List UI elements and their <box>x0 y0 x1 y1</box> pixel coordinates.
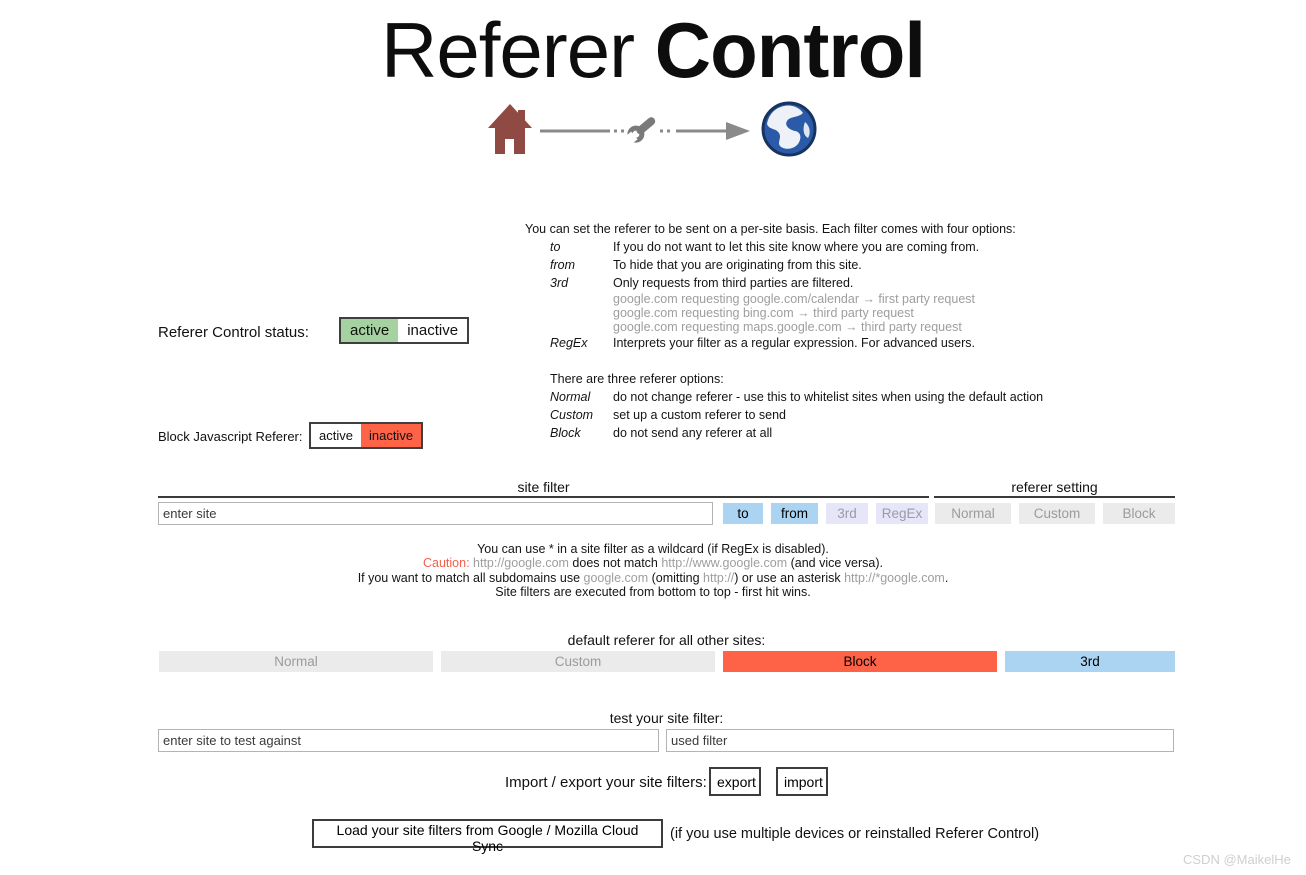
export-button[interactable]: export <box>709 767 761 796</box>
filter-regex-button[interactable]: RegEx <box>876 503 928 524</box>
option-term: Custom <box>550 408 594 422</box>
example-line: google.com requesting maps.google.com → … <box>613 320 962 334</box>
referer-normal-button[interactable]: Normal <box>935 503 1011 524</box>
title-word-referer: Referer <box>380 6 635 94</box>
referer-control-status-label: Referer Control status: <box>158 324 309 341</box>
referer-block-button[interactable]: Block <box>1103 503 1175 524</box>
example-line: google.com requesting bing.com → third p… <box>613 306 914 320</box>
page-title: Referer Control <box>0 0 1306 100</box>
globe-icon <box>760 100 818 163</box>
note-line-1: You can use * in a site filter as a wild… <box>477 542 829 556</box>
default-block-button[interactable]: Block <box>723 651 997 672</box>
default-3rd-button[interactable]: 3rd <box>1005 651 1175 672</box>
note-line-2: Caution: http://google.com does not matc… <box>423 556 883 571</box>
test-filter-heading: test your site filter: <box>609 710 724 726</box>
title-word-control: Control <box>654 6 926 94</box>
referer-option-row-block: Block do not send any referer at all <box>525 424 1165 442</box>
site-filter-header: site filter <box>517 479 570 495</box>
home-icon <box>488 102 532 161</box>
option-desc: If you do not want to let this site know… <box>613 240 980 254</box>
option-term: Normal <box>550 390 591 404</box>
referer-control-status-toggle: active inactive <box>339 317 470 344</box>
import-export-label: Import / export your site filters: <box>505 774 707 791</box>
option-term: Block <box>550 426 581 440</box>
block-js-referer-toggle: active inactive <box>309 422 424 449</box>
cloud-sync-button[interactable]: Load your site filters from Google / Moz… <box>312 819 663 854</box>
intro-block: You can set the referer to be sent on a … <box>525 221 1165 442</box>
third-party-examples: google.com requesting google.com/calenda… <box>613 292 1165 334</box>
js-active-option[interactable]: active <box>311 424 361 447</box>
block-js-referer-label: Block Javascript Referer: <box>158 429 303 444</box>
filter-to-button[interactable]: to <box>723 503 763 524</box>
option-row-from: from To hide that you are originating fr… <box>525 256 1165 274</box>
default-custom-button[interactable]: Custom <box>441 651 715 672</box>
js-inactive-option[interactable]: inactive <box>360 424 422 447</box>
used-filter-output[interactable] <box>666 729 1174 752</box>
option-desc: Interprets your filter as a regular expr… <box>613 336 975 350</box>
note-line-4: Site filters are executed from bottom to… <box>495 584 811 599</box>
option-row-to: to If you do not want to let this site k… <box>525 238 1165 256</box>
status-active-option[interactable]: active <box>341 319 399 342</box>
referer-setting-header: referer setting <box>1011 479 1098 495</box>
wrench-icon <box>624 117 656 146</box>
cloud-sync-note: (if you use multiple devices or reinstal… <box>670 826 1040 842</box>
site-filter-input[interactable] <box>158 502 713 525</box>
intro-heading: You can set the referer to be sent on a … <box>525 222 1016 236</box>
option-term: RegEx <box>550 336 588 350</box>
caution-label: Caution: <box>423 556 470 571</box>
referer-setting-divider <box>934 496 1175 498</box>
test-site-input[interactable] <box>158 729 659 752</box>
option-desc: Only requests from third parties are fil… <box>613 276 854 290</box>
referer-options-heading: There are three referer options: <box>550 372 724 386</box>
option-term: from <box>550 258 575 272</box>
referer-option-row-custom: Custom set up a custom referer to send <box>525 406 1165 424</box>
option-row-regex: RegEx Interprets your filter as a regula… <box>525 334 1165 352</box>
site-filter-divider <box>158 496 929 498</box>
status-inactive-option[interactable]: inactive <box>398 319 468 342</box>
import-button[interactable]: import <box>776 767 828 796</box>
example-line: google.com requesting google.com/calenda… <box>613 292 975 306</box>
header-illustration <box>0 100 1306 163</box>
watermark: CSDN @MaikelHe <box>1183 852 1291 867</box>
note-line-3: If you want to match all subdomains use … <box>357 570 949 585</box>
filter-3rd-button[interactable]: 3rd <box>826 503 868 524</box>
option-desc: do not change referer - use this to whit… <box>613 390 1044 404</box>
default-referer-heading: default referer for all other sites: <box>567 632 766 648</box>
option-desc: set up a custom referer to send <box>613 408 787 422</box>
filter-from-button[interactable]: from <box>771 503 818 524</box>
option-term: to <box>550 240 561 254</box>
option-row-3rd: 3rd Only requests from third parties are… <box>525 274 1165 292</box>
wildcard-notes: You can use * in a site filter as a wild… <box>0 542 1306 599</box>
referer-option-row-normal: Normal do not change referer - use this … <box>525 388 1165 406</box>
option-desc: To hide that you are originating from th… <box>613 258 862 272</box>
referer-custom-button[interactable]: Custom <box>1019 503 1095 524</box>
arrow-wrench-flow-icon <box>538 107 754 156</box>
option-desc: do not send any referer at all <box>613 426 773 440</box>
default-normal-button[interactable]: Normal <box>159 651 433 672</box>
option-term: 3rd <box>550 276 569 290</box>
